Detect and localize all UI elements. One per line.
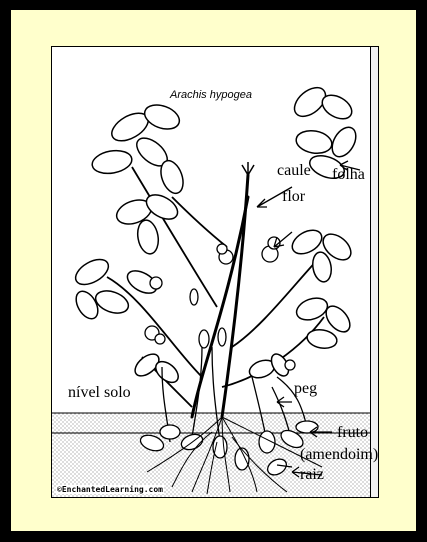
page-background: Arachis hypogea caule folha flor nível s… [11,10,416,531]
label-raiz: raiz [300,467,324,483]
flowers [145,237,295,370]
label-caule: caule [277,163,311,179]
peanut-plant-illustration [52,47,379,498]
label-flor: flor [282,189,305,205]
label-amendoim: (amendoim) [300,447,378,463]
leaves [71,82,360,386]
diagram-title: Arachis hypogea [170,89,252,101]
stem-tip [242,162,254,175]
label-folha: folha [332,167,365,183]
label-nivel-solo: nível solo [68,385,131,401]
scrollbar-track[interactable] [370,47,378,497]
label-peg: peg [294,381,317,397]
credit-text: ©EnchantedLearning.com [56,485,164,494]
diagram-card: Arachis hypogea caule folha flor nível s… [51,46,379,498]
label-fruto: fruto [337,425,368,441]
